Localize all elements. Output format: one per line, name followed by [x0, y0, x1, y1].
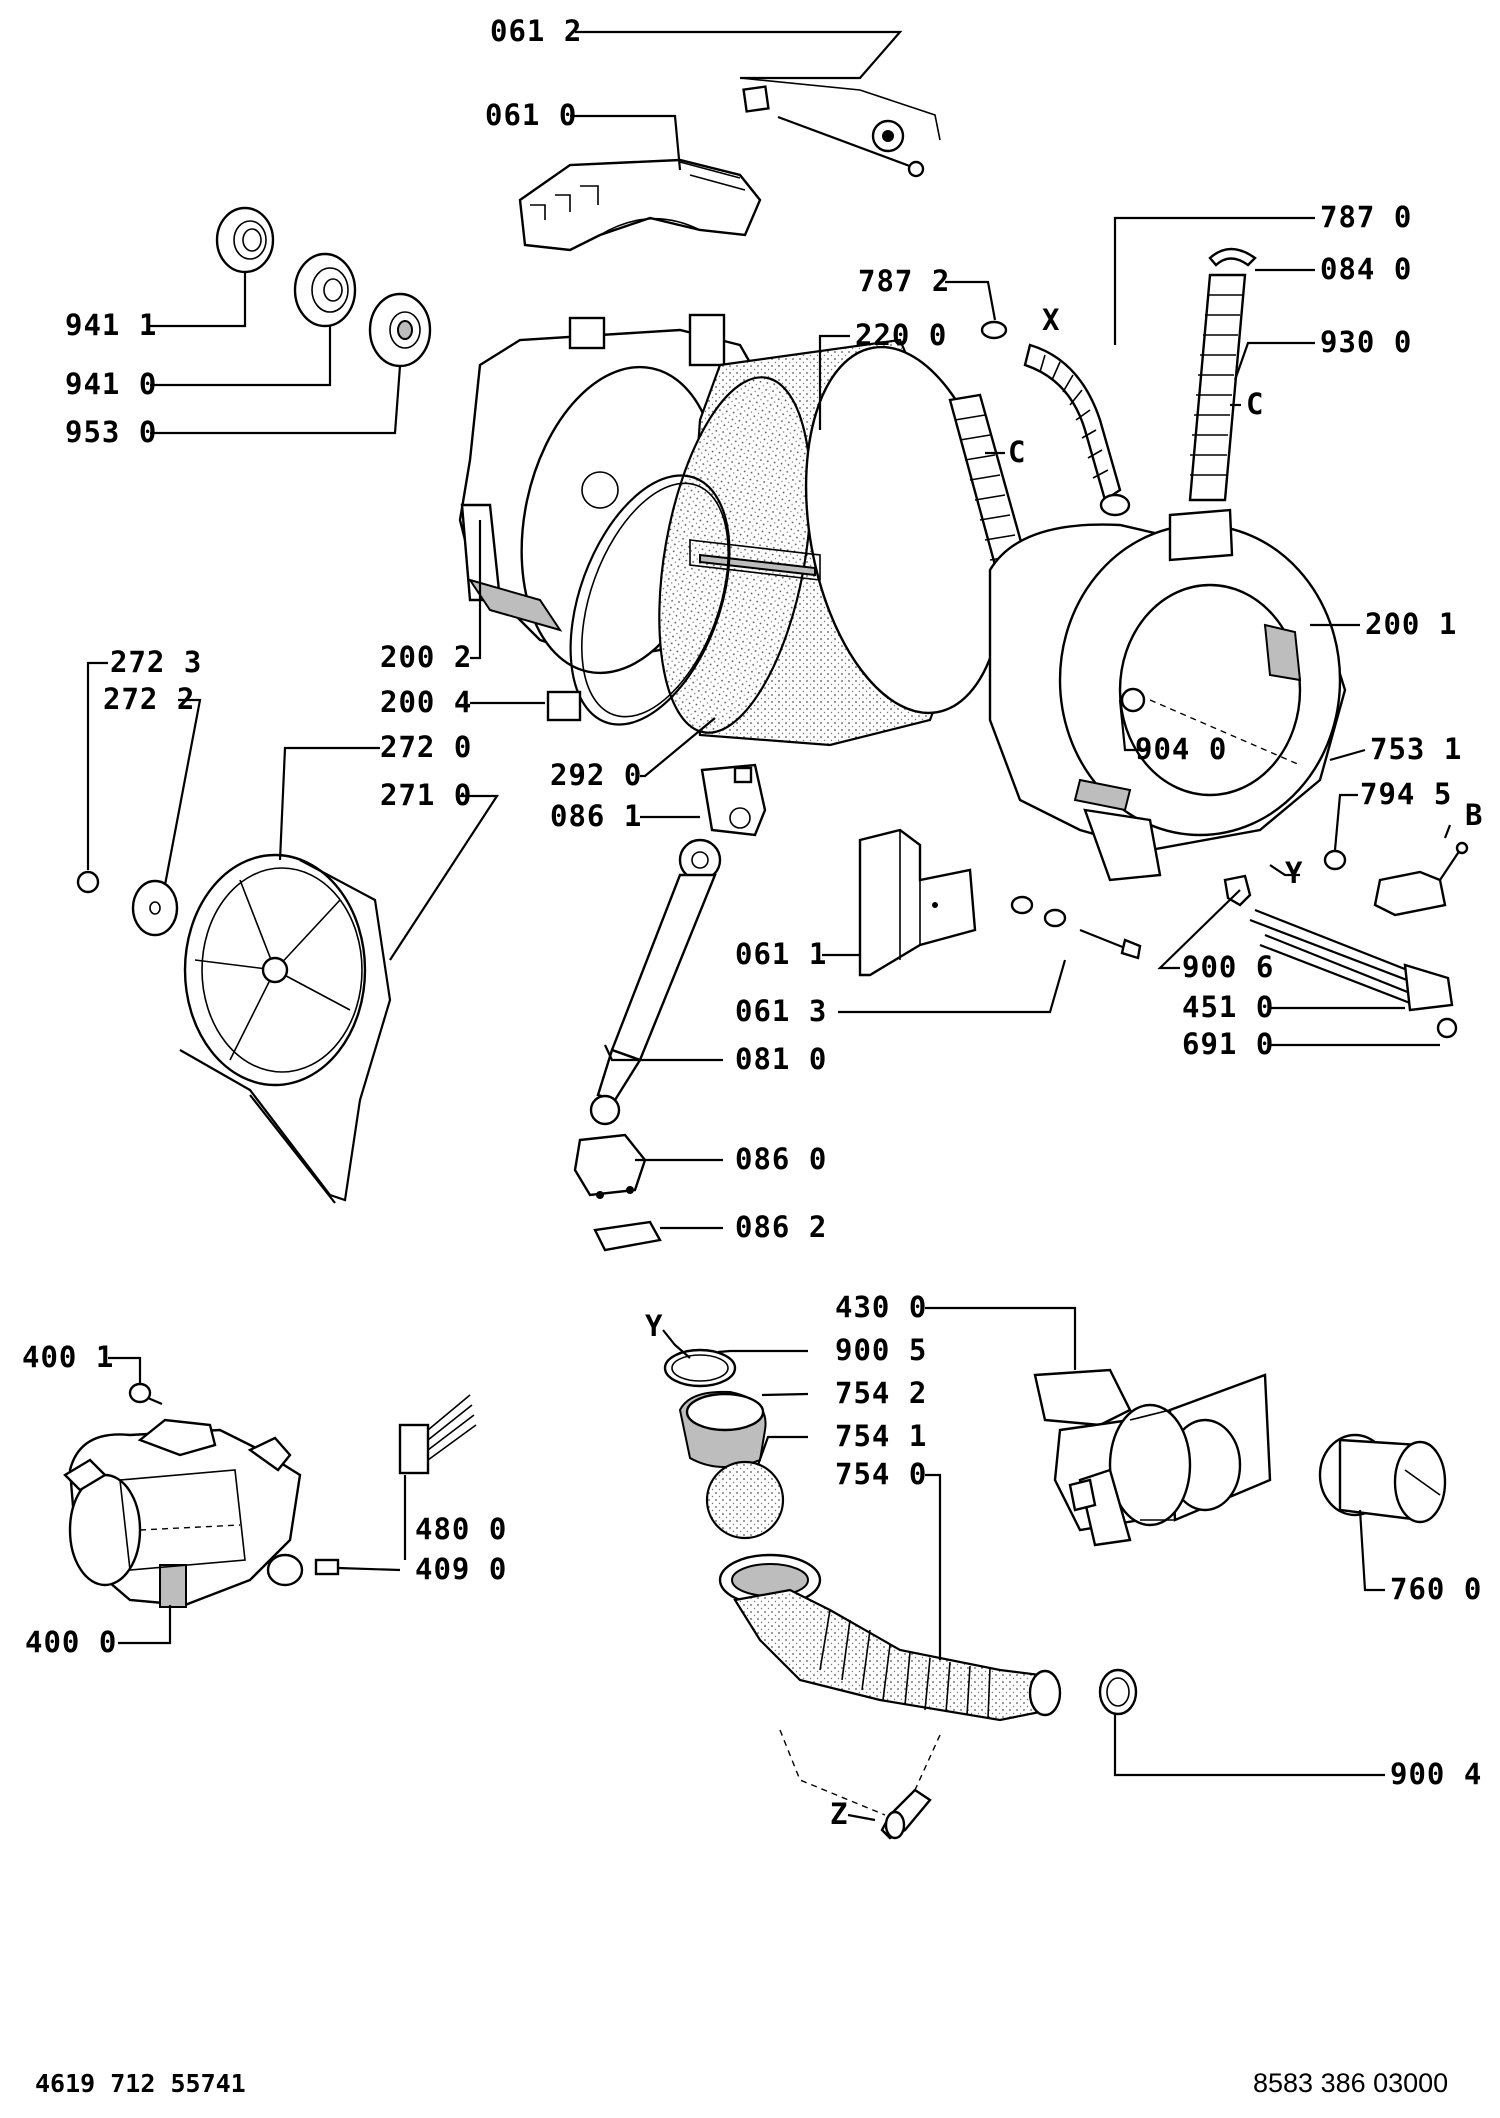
label-900-5: 900 5	[835, 1333, 927, 1367]
label-941-0: 941 0	[65, 367, 157, 401]
label-451-0: 451 0	[1182, 990, 1274, 1024]
label-787-2: 787 2	[858, 264, 950, 298]
label-272-0: 272 0	[380, 730, 472, 764]
label-061-2: 061 2	[490, 14, 582, 48]
label-754-2: 754 2	[835, 1376, 927, 1410]
label-c-marker-1: C	[1008, 435, 1026, 469]
footer-left-code: 4619 712 55741	[35, 2069, 246, 2098]
label-084-0: 084 0	[1320, 252, 1412, 286]
label-x-marker: X	[1042, 303, 1060, 337]
footer: 4619 712 55741 8583 386 03000	[35, 2068, 1448, 2098]
label-220-0: 220 0	[855, 318, 947, 352]
hose-clamp-drawing	[1098, 1668, 1138, 1716]
label-086-1: 086 1	[550, 799, 642, 833]
label-061-3: 061 3	[735, 994, 827, 1028]
sump-seal-and-ball-drawing	[678, 1390, 785, 1540]
seal-ring-900-5-drawing	[663, 1348, 737, 1388]
label-794-5: 794 5	[1360, 777, 1452, 811]
sump-hose-drawing	[718, 1553, 1062, 1722]
label-200-2: 200 2	[380, 640, 472, 674]
label-200-1: 200 1	[1365, 607, 1457, 641]
label-400-0: 400 0	[25, 1625, 117, 1659]
label-086-2: 086 2	[735, 1210, 827, 1244]
bearings-drawing	[215, 206, 432, 368]
label-081-0: 081 0	[735, 1042, 827, 1076]
thermostat-drawing	[1373, 841, 1469, 917]
ring-292-drawing	[569, 474, 731, 726]
pump-filter-drawing	[1318, 1433, 1447, 1524]
bolt-washers-drawing	[1010, 895, 1142, 960]
bracket-086-1-drawing	[700, 763, 767, 837]
label-754-1: 754 1	[835, 1419, 927, 1453]
label-200-4: 200 4	[380, 685, 472, 719]
label-941-1: 941 1	[65, 308, 157, 342]
small-hose-z-drawing	[880, 1788, 932, 1840]
label-292-0: 292 0	[550, 758, 642, 792]
part-200-4-drawing	[546, 690, 582, 722]
label-272-2: 272 2	[103, 682, 195, 716]
part-061-0-drawing	[518, 158, 762, 252]
label-900-4: 900 4	[1390, 1757, 1482, 1791]
wiring-connector-drawing	[398, 1394, 477, 1475]
pulley-belt-drawing	[179, 853, 392, 1204]
label-953-0: 953 0	[65, 415, 157, 449]
label-930-0: 930 0	[1320, 325, 1412, 359]
label-z-marker: Z	[830, 1797, 848, 1831]
label-y-marker-1: Y	[1285, 856, 1303, 890]
pulley-nut-washer-drawing	[76, 870, 179, 937]
label-061-1: 061 1	[735, 937, 827, 971]
part-labels: 061 2 061 0 787 0 084 0 787 2 X 220 0 93…	[22, 14, 1483, 1831]
connector-409-drawing	[314, 1558, 340, 1576]
label-787-0: 787 0	[1320, 200, 1412, 234]
front-tub-drawing	[988, 508, 1347, 882]
label-760-0: 760 0	[1390, 1572, 1482, 1606]
label-400-1: 400 1	[22, 1340, 114, 1374]
heater-element-drawing	[1249, 908, 1458, 1039]
leader-lines	[86, 30, 1452, 1822]
label-c-marker-2: C	[1246, 387, 1264, 421]
dashed-leaders	[779, 699, 1301, 1816]
label-691-0: 691 0	[1182, 1027, 1274, 1061]
label-086-0: 086 0	[735, 1142, 827, 1176]
label-430-0: 430 0	[835, 1290, 927, 1324]
label-y-marker-2: Y	[645, 1309, 663, 1343]
counterweight-drawing	[858, 828, 977, 977]
label-900-6: 900 6	[1182, 950, 1274, 984]
label-271-0: 271 0	[380, 778, 472, 812]
motor-screw-drawing	[128, 1382, 163, 1406]
pressure-hose-drawing	[1023, 343, 1131, 517]
label-409-0: 409 0	[415, 1552, 507, 1586]
drum-drawing	[658, 338, 1006, 747]
shock-mounts-drawing	[573, 1133, 662, 1252]
part-061-2-drawing	[739, 77, 941, 178]
shock-absorber-drawing	[589, 838, 722, 1126]
label-061-0: 061 0	[485, 98, 577, 132]
motor-drawing	[63, 1418, 304, 1608]
small-clips-drawing	[980, 247, 1257, 340]
label-272-3: 272 3	[110, 645, 202, 679]
footer-right-code: 8583 386 03000	[1253, 2068, 1448, 2098]
label-753-1: 753 1	[1370, 732, 1462, 766]
label-480-0: 480 0	[415, 1512, 507, 1546]
label-754-0: 754 0	[835, 1457, 927, 1491]
label-b-marker: B	[1465, 798, 1483, 832]
drain-pump-drawing	[1033, 1368, 1272, 1547]
label-904-0: 904 0	[1135, 732, 1227, 766]
